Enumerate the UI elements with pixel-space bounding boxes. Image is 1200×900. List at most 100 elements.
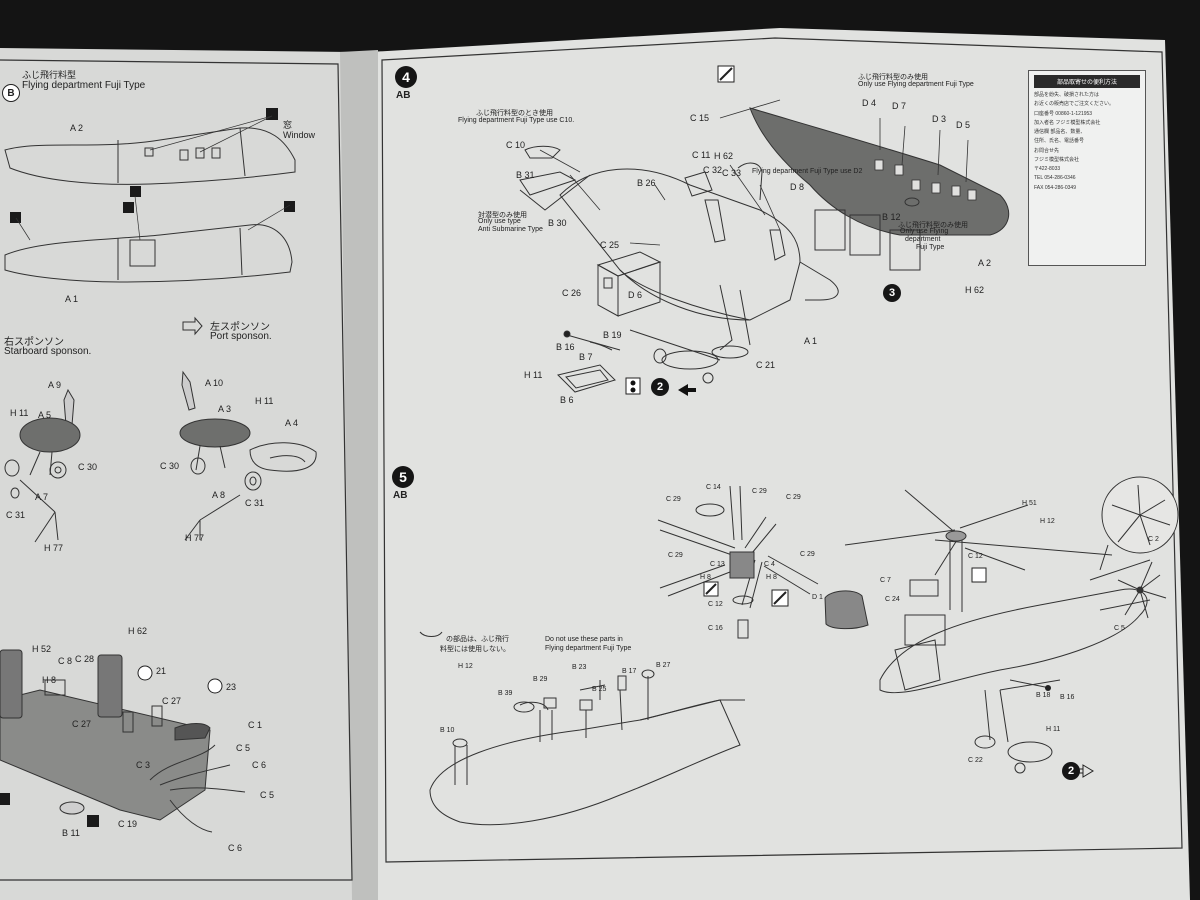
info-box-header: 部品取寄せの便利方法	[1034, 75, 1140, 88]
part-label: C 10	[506, 140, 526, 150]
step5-note-jp2: 料型には使用しない。	[440, 646, 510, 653]
info-row: 口座番号 00860-1-121953	[1034, 110, 1093, 117]
starboard-sponson	[4, 388, 81, 543]
part-label: H 51	[1022, 500, 1037, 507]
part-label: A 10	[205, 378, 224, 388]
part-label: D 3	[932, 114, 947, 124]
part-label: C 29	[752, 488, 767, 495]
step4-note-asw-en1: Only use type	[478, 218, 521, 225]
left-page	[0, 48, 368, 900]
part-label: 21	[156, 666, 167, 676]
part-label: B 16	[1060, 694, 1075, 701]
part-label: B 23	[572, 664, 587, 671]
part-label: D 4	[862, 98, 877, 108]
step4-note-d2: Flying department Fuji Type use D2	[752, 168, 863, 175]
step4-parts-b6	[557, 330, 621, 393]
part-label: C 2	[1148, 536, 1159, 543]
part-label: B 10	[440, 727, 455, 734]
part-label: C 12	[708, 601, 723, 608]
magnified-tail-detail	[1099, 476, 1179, 571]
part-label: H 62	[965, 285, 985, 295]
part-label: C 29	[666, 496, 681, 503]
part-label: C 3	[136, 760, 151, 770]
part-label: B 7	[579, 352, 593, 362]
step4-note-top-en: Only use Flying department Fuji Type	[858, 81, 974, 88]
info-row: お問合せ先	[1034, 147, 1060, 154]
part-label: H 8	[700, 574, 711, 581]
part-label: C 29	[786, 494, 801, 501]
part-label: D 8	[790, 182, 805, 192]
part-label: C 30	[78, 462, 98, 472]
step4-leaders	[539, 99, 969, 246]
part-label: B 19	[603, 330, 622, 340]
part-label: C 14	[706, 484, 721, 491]
fuselage-label-a1: A 1	[65, 294, 79, 304]
step4-shaded-hull	[749, 107, 1010, 236]
port-sponson-jp: 左スポンソン	[210, 322, 270, 333]
step5-number: 5	[392, 466, 414, 488]
part-label: C 19	[118, 819, 138, 829]
part-label: B 16	[556, 342, 575, 352]
info-row: FAX 054-286-0349	[1034, 184, 1076, 191]
part-label: C 6	[252, 760, 267, 770]
part-label: C 27	[72, 719, 92, 729]
step4-note-top-jp: ふじ飛行料型のみ使用	[858, 74, 928, 81]
part-label: C 28	[75, 654, 95, 664]
part-label: H 77	[185, 533, 205, 543]
window-label-jp: 窓	[283, 120, 293, 130]
part-label: C 26	[562, 288, 582, 298]
cement-icon	[87, 815, 99, 827]
part-label: C 5	[236, 743, 251, 753]
part-label: C 33	[722, 168, 742, 178]
part-label: C 7	[880, 577, 891, 584]
part-label: C 1	[248, 720, 263, 730]
part-label: B 6	[560, 395, 574, 405]
part-label: B 17	[622, 668, 637, 675]
step5-lower-fuselage	[429, 669, 745, 826]
step5-note-en1: Do not use these parts in	[545, 636, 623, 643]
part-label: A 2	[978, 258, 992, 268]
step4-sub: AB	[396, 90, 411, 101]
part-label: C 31	[245, 498, 265, 508]
part-label: H 8	[766, 574, 777, 581]
part-label: B 12	[882, 212, 901, 222]
part-label: C 32	[703, 165, 723, 175]
info-row: フジミ模型株式会社	[1034, 156, 1080, 163]
part-label: D 1	[812, 594, 823, 601]
part-label: H 11	[255, 396, 274, 406]
part-label: D 5	[956, 120, 971, 130]
part-label: H 8	[42, 675, 57, 685]
part-label: C 13	[710, 561, 725, 568]
part-label: C 15	[690, 113, 710, 123]
right-page	[370, 28, 1190, 900]
section-b-title-en: Flying department Fuji Type	[22, 80, 146, 91]
cement-icon-2	[0, 793, 10, 805]
part-label: C 6	[228, 843, 243, 853]
part-label: C 31	[6, 510, 26, 520]
fuselage-half-lower	[4, 224, 293, 283]
step4-note-b12-en3: Fuji Type	[916, 244, 945, 251]
step4-note-asw-jp: 対潜型のみ使用	[478, 212, 527, 219]
part-label: D 7	[892, 101, 907, 111]
part-label: B 25	[592, 686, 607, 693]
part-label: H 12	[458, 663, 473, 670]
parts-order-info-box: 部品取寄せの便利方法 部品を紛失、破損された方は お近くの販売店でご注文ください…	[1028, 70, 1146, 266]
step4-note-c10-en: Flying department Fuji Type use C10.	[458, 117, 575, 124]
part-label: C 12	[968, 553, 983, 560]
part-label: C 24	[885, 596, 900, 603]
step5-sub: AB	[393, 490, 408, 501]
part-label: B 30	[548, 218, 567, 228]
part-label: B 29	[533, 676, 548, 683]
part-label: C 29	[800, 551, 815, 558]
fuselage-label-a2: A 2	[70, 123, 84, 133]
part-label: B 39	[498, 690, 513, 697]
info-row: TEL 054-286-0346	[1034, 175, 1076, 182]
part-label: C 22	[968, 757, 983, 764]
part-label: C 5	[1114, 625, 1125, 632]
step4-number: 4	[395, 66, 417, 88]
part-label: C 25	[600, 240, 620, 250]
part-label: H 11	[10, 408, 29, 418]
step4-note-b12-en2: department	[905, 236, 941, 243]
part-label: A 3	[218, 404, 232, 414]
